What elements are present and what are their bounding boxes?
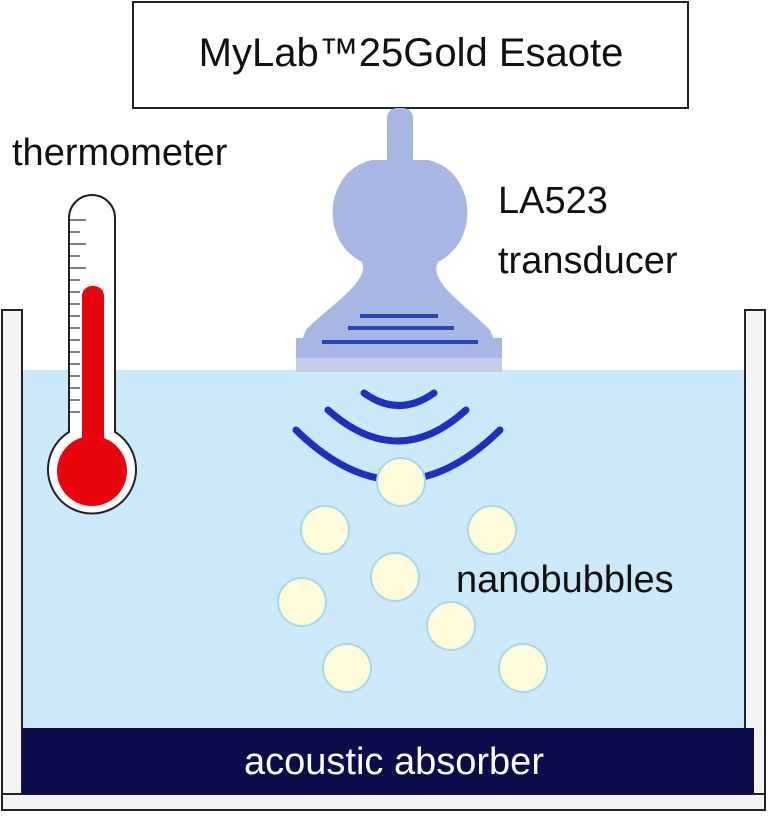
device-box: MyLab™25Gold Esaote <box>132 1 689 109</box>
thermometer <box>47 194 137 515</box>
transducer <box>296 108 502 372</box>
wave-arc <box>360 389 438 409</box>
tank-left-wall <box>1 309 23 809</box>
wave-arc <box>324 406 470 445</box>
mercury-column <box>82 286 104 466</box>
thermometer-scale <box>70 219 86 413</box>
thermometer-label: thermometer <box>12 132 228 174</box>
nanobubble <box>277 577 327 627</box>
nanobubble <box>467 505 517 555</box>
tank-bottom <box>1 793 766 811</box>
nanobubbles-label: nanobubbles <box>456 559 674 601</box>
transducer-label-line1: LA523 <box>498 180 608 222</box>
device-label: MyLab™25Gold Esaote <box>199 31 624 75</box>
nanobubble <box>370 552 420 602</box>
acoustic-absorber: acoustic absorber <box>22 728 754 794</box>
nanobubble <box>322 643 372 693</box>
transducer-label-line2: transducer <box>498 240 678 282</box>
transducer-body <box>302 160 494 340</box>
transducer-cable <box>387 108 413 168</box>
water-volume <box>22 370 754 728</box>
nanobubble <box>300 505 350 555</box>
nanobubble <box>376 457 426 507</box>
nanobubbles-group <box>277 457 548 693</box>
nanobubble <box>426 601 476 651</box>
absorber-label: acoustic absorber <box>244 741 544 783</box>
nanobubble <box>498 643 548 693</box>
thermometer-bulb <box>57 436 127 506</box>
transducer-face <box>296 358 502 372</box>
